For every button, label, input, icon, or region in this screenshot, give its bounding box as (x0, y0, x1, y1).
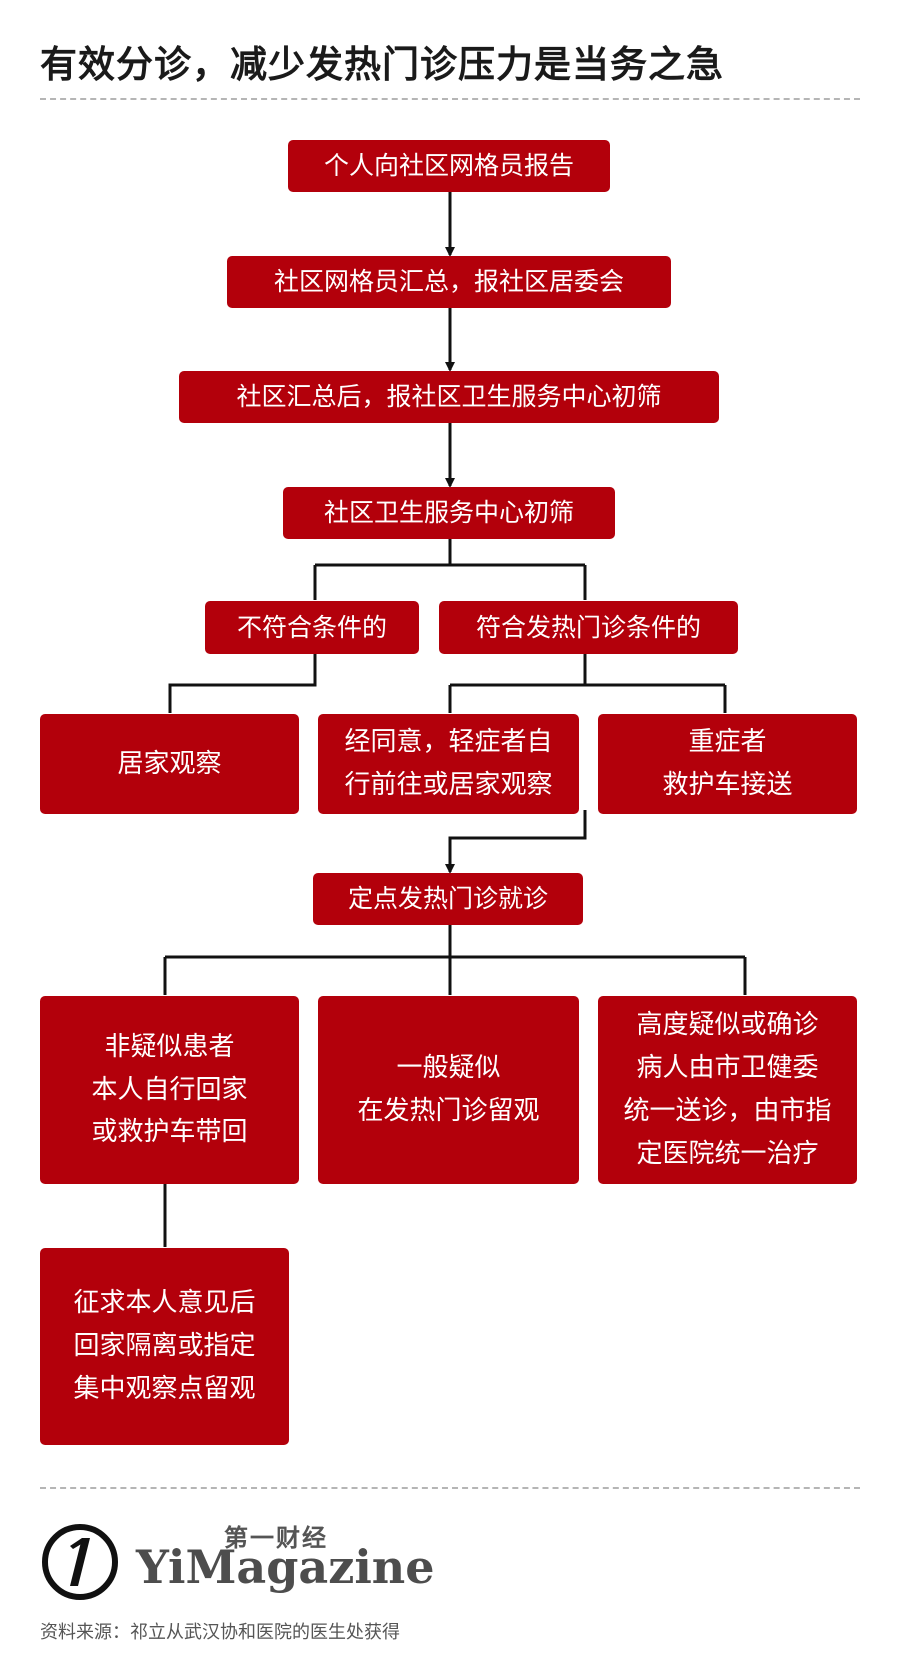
node-label-line: 救护车接送 (662, 770, 793, 800)
node-label: 定点发热门诊就诊 (347, 884, 548, 913)
node-label-line: 重症者 (688, 727, 767, 758)
node-label-line: 或救护车带回 (91, 1117, 248, 1148)
node-label: 符合发热门诊条件的 (475, 612, 701, 642)
node-label: 社区卫生服务中心初筛 (323, 498, 574, 527)
node-label: 社区汇总后，报社区卫生服务中心初筛 (236, 382, 662, 411)
connector-not-eligible-to-home (168, 653, 317, 713)
node-community-report: 社区汇总后，报社区卫生服务中心初筛 (179, 371, 719, 423)
node-label-line: 非疑似患者 (104, 1031, 235, 1062)
yimagazine-logo-icon (42, 1524, 118, 1600)
node-label-line: 定医院统一治疗 (636, 1138, 819, 1169)
node-general-suspected: 一般疑似 在发热门诊留观 (318, 996, 579, 1184)
node-label-line: 统一送诊，由市指 (623, 1096, 832, 1126)
node-highly-suspected: 高度疑似或确诊 病人由市卫健委 统一送诊，由市指 定医院统一治疗 (598, 996, 857, 1184)
node-grid-worker-summary: 社区网格员汇总，报社区居委会 (227, 256, 671, 308)
connector-eligible-split (448, 653, 727, 713)
node-label-line: 征求本人意见后 (73, 1288, 256, 1319)
page-title: 有效分诊，减少发热门诊压力是当务之急 (40, 43, 724, 86)
source-note: 资料来源：祁立从武汉协和医院的医生处获得 (40, 1622, 400, 1643)
node-home-observation: 居家观察 (40, 714, 299, 814)
node-label-line: 本人自行回家 (91, 1074, 248, 1105)
node-initial-screening: 社区卫生服务中心初筛 (283, 487, 615, 539)
node-mild-cases: 经同意，轻症者自 行前往或居家观察 (318, 714, 579, 814)
node-label-line: 高度疑似或确诊 (636, 1010, 819, 1041)
node-eligible-fever-clinic: 符合发热门诊条件的 (439, 601, 738, 654)
node-designated-fever-clinic: 定点发热门诊就诊 (313, 873, 583, 925)
node-label: 居家观察 (117, 748, 222, 779)
node-non-suspected: 非疑似患者 本人自行回家 或救护车带回 (40, 996, 299, 1184)
bottom-divider (40, 1487, 860, 1489)
logo-english-name: YiMagazine (136, 1540, 435, 1594)
node-label-line: 在发热门诊留观 (357, 1096, 540, 1126)
node-severe-cases: 重症者 救护车接送 (598, 714, 857, 814)
connector-screening-split (313, 537, 587, 600)
arrow-to-designated (445, 810, 587, 874)
node-label-line: 经同意，轻症者自 (344, 727, 553, 758)
node-consult-isolation: 征求本人意见后 回家隔离或指定 集中观察点留观 (40, 1248, 289, 1445)
node-label-line: 集中观察点留观 (73, 1373, 256, 1404)
node-label: 个人向社区网格员报告 (323, 151, 574, 180)
node-not-eligible: 不符合条件的 (205, 601, 419, 654)
node-label-line: 行前往或居家观察 (344, 770, 553, 800)
node-label-line: 一般疑似 (396, 1053, 501, 1084)
node-report-to-grid-worker: 个人向社区网格员报告 (288, 140, 610, 192)
logo-chinese-name: 第一财经 (224, 1524, 328, 1552)
top-divider (40, 98, 860, 100)
node-label: 社区网格员汇总，报社区居委会 (273, 267, 624, 296)
node-label: 不符合条件的 (236, 612, 387, 642)
connector-designated-split (163, 924, 747, 995)
node-label-line: 病人由市卫健委 (636, 1053, 819, 1084)
node-label-line: 回家隔离或指定 (73, 1331, 256, 1362)
